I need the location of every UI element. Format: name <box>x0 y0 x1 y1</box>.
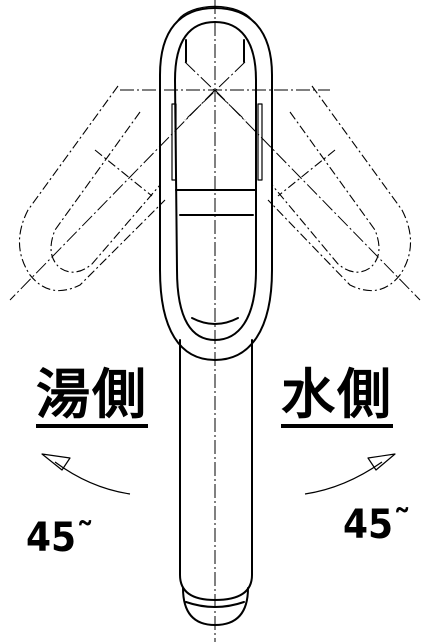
left-rotation-arrow <box>41 453 131 495</box>
left-rotated-lever <box>18 85 166 292</box>
lever-outer-outline <box>159 7 273 361</box>
right-45-axis <box>214 89 421 301</box>
spout-body <box>179 339 253 601</box>
lever-top-lines <box>185 39 245 63</box>
spout-tip-outer <box>182 587 249 626</box>
lever-right-slot <box>257 103 263 181</box>
lever-inner-outline <box>174 21 257 341</box>
left-angle-label: 45˜ <box>26 515 95 561</box>
spout-tip-inner <box>185 601 245 608</box>
left-45-axis <box>9 89 216 301</box>
right-rotation-arrow <box>304 453 396 495</box>
pivot-arc <box>177 5 253 21</box>
right-angle-label: 45˜ <box>343 502 412 548</box>
lever-bottom-curve <box>191 317 239 325</box>
hot-side-label: 湯側 <box>36 363 148 428</box>
lever-left-slot <box>171 103 177 181</box>
cold-side-label: 水側 <box>281 363 393 428</box>
right-rotated-lever <box>267 85 412 292</box>
